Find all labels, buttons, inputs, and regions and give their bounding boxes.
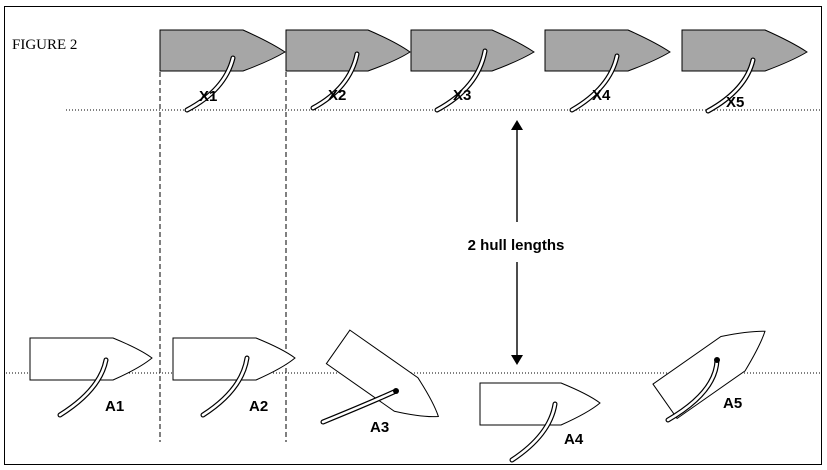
boat-x5: X5: [681, 29, 808, 114]
boat-a3: A3: [320, 329, 440, 436]
hull: [479, 382, 601, 426]
boat-label: A4: [564, 431, 584, 448]
hull: [681, 29, 808, 72]
hull: [29, 337, 153, 381]
boat-a2: A2: [172, 337, 296, 418]
boat-x2: X2: [285, 29, 411, 111]
boat-x1: X1: [159, 29, 286, 113]
boat-x4: X4: [544, 29, 671, 113]
hull: [285, 29, 411, 72]
mast-dot: [714, 357, 720, 363]
boat-x3: X3: [410, 29, 535, 113]
boat-a1: A1: [29, 337, 153, 418]
boat-label: X2: [328, 87, 346, 104]
hull: [159, 29, 286, 72]
hull: [544, 29, 671, 72]
boat-label: X4: [592, 87, 611, 104]
figure-frame: [4, 6, 822, 465]
boat-label: X3: [453, 87, 471, 104]
hull: [410, 29, 535, 72]
boat-label: A5: [723, 395, 742, 412]
boat-label: A2: [249, 398, 268, 415]
figure-title: FIGURE 2: [12, 37, 77, 53]
hull: [172, 337, 296, 381]
hull: [325, 329, 440, 418]
distance-label: 2 hull lengths: [468, 237, 565, 254]
boat-label: A3: [370, 419, 389, 436]
hull: [652, 330, 766, 420]
boat-label: X1: [199, 88, 217, 105]
mast-dot: [393, 388, 399, 394]
boat-label: X5: [726, 94, 744, 111]
boat-a4: A4: [479, 382, 601, 463]
boat-a5: A5: [652, 330, 766, 423]
boat-label: A1: [105, 398, 124, 415]
